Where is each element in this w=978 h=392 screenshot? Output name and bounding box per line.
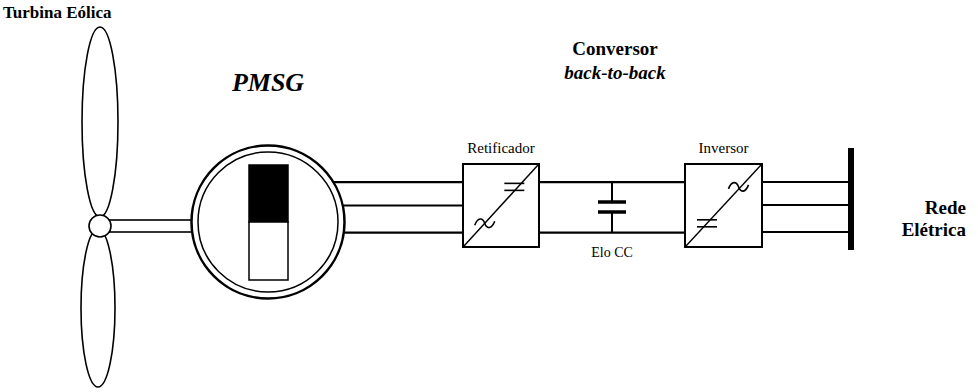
turbine-blade xyxy=(81,229,115,387)
capacitor-lead xyxy=(611,212,613,232)
converter-symbol xyxy=(464,165,538,246)
dc-link xyxy=(540,182,684,233)
rotor-south xyxy=(249,222,288,280)
conductor-line xyxy=(343,204,462,206)
grid-label: Rede Elétrica xyxy=(866,197,966,241)
grid-wire xyxy=(763,231,849,233)
converter-box: Inversor xyxy=(684,163,763,248)
grid-wire xyxy=(763,204,849,206)
grid-wire xyxy=(763,181,849,183)
conductor-line xyxy=(334,181,462,183)
converter-name: Inversor xyxy=(699,140,749,157)
converter-name: Retificador xyxy=(467,140,534,157)
dc-symbol xyxy=(504,183,524,190)
figure-label: Turbina Eólica xyxy=(3,3,112,23)
group-subtitle: back-to-back xyxy=(564,62,665,84)
conductor-line xyxy=(540,232,684,234)
ac-connection xyxy=(334,182,462,233)
dc-bar xyxy=(504,190,524,192)
grid-wires xyxy=(763,182,849,232)
dc-symbol xyxy=(697,220,717,227)
dc-bar xyxy=(697,226,717,228)
capacitor-plate xyxy=(598,200,626,204)
stator-outline xyxy=(192,146,345,299)
turbine-hub xyxy=(89,215,111,237)
conductor-line xyxy=(540,181,684,183)
ac-symbol xyxy=(729,183,749,192)
grid-bus-bar xyxy=(848,148,854,250)
dc-bar xyxy=(504,183,524,185)
dc-bar xyxy=(697,219,717,221)
group-title: Conversor xyxy=(572,38,657,60)
stator-inner xyxy=(198,152,338,292)
conductor-line xyxy=(344,232,462,234)
converter-box: Retificador xyxy=(462,163,540,248)
link-label: Elo CC xyxy=(591,245,633,261)
dc-capacitor xyxy=(598,182,626,232)
rotor-north xyxy=(249,165,288,222)
generator-circle: PMSG xyxy=(190,144,346,300)
turbine-blade xyxy=(82,27,118,217)
turbine-shaft xyxy=(106,220,194,232)
capacitor-lead xyxy=(611,182,613,202)
generator-name: PMSG xyxy=(232,68,304,98)
converter-diagonal xyxy=(686,165,761,246)
converter-symbol xyxy=(686,165,761,246)
converter-diagonal xyxy=(464,165,538,246)
generator-symbol xyxy=(190,144,346,300)
ac-symbol xyxy=(475,219,495,228)
